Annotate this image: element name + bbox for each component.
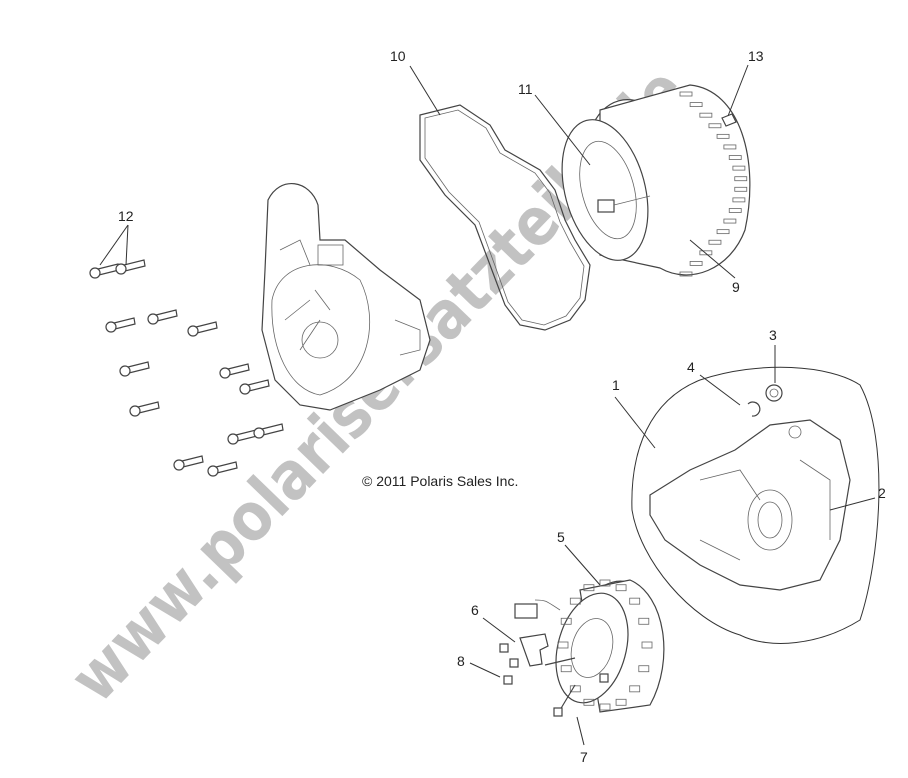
bolt (239, 379, 270, 395)
stator-screws (503, 657, 609, 717)
callout-7: 7 (580, 749, 588, 765)
bolt (89, 263, 120, 279)
flywheel-tooth (699, 112, 713, 118)
bearing (765, 384, 783, 402)
callout-9: 9 (732, 279, 740, 295)
stator-pole (599, 579, 611, 587)
bolt (115, 259, 146, 275)
bolt (207, 461, 238, 477)
stator-pole (629, 597, 641, 605)
bolt (227, 429, 258, 445)
flywheel-tooth (679, 271, 693, 277)
callout-12: 12 (118, 208, 134, 224)
flywheel-teeth (679, 91, 748, 277)
callout-4: 4 (687, 359, 695, 375)
bolt (147, 309, 178, 325)
bolt-group (89, 259, 284, 477)
stator-pole (638, 665, 650, 673)
stator-pole (615, 584, 627, 592)
flywheel-tooth (723, 218, 737, 224)
stator-pole (569, 597, 581, 605)
stator-poles (557, 579, 653, 711)
callout-8: 8 (457, 653, 465, 669)
bolt (253, 423, 284, 439)
flywheel-tooth (679, 91, 693, 97)
stator-pole (583, 698, 595, 706)
flywheel-tooth (716, 229, 730, 235)
stator-pole (560, 665, 572, 673)
callout-10: 10 (390, 48, 406, 64)
gasket (419, 104, 591, 331)
leader-lines (99, 64, 876, 746)
flywheel (561, 84, 751, 277)
stator-cover (261, 183, 431, 411)
flywheel-tooth (728, 208, 742, 213)
callout-5: 5 (557, 529, 565, 545)
crankcase-cover (631, 366, 880, 644)
flywheel-tooth (728, 155, 742, 160)
flywheel-tooth (699, 250, 713, 256)
copyright-text: © 2011 Polaris Sales Inc. (362, 473, 518, 489)
stator-pole (599, 703, 611, 711)
flywheel-tooth (708, 123, 722, 129)
callout-11: 11 (518, 81, 533, 97)
stator-pole (569, 685, 581, 693)
callout-6: 6 (471, 602, 479, 618)
flywheel-tooth (708, 239, 722, 245)
stator-pole (638, 617, 650, 625)
flywheel-tooth (716, 133, 730, 139)
flywheel-tooth (732, 197, 746, 203)
stator-pole (583, 584, 595, 592)
stator-pole (629, 685, 641, 693)
callout-1: 1 (612, 377, 620, 393)
bolt (219, 363, 250, 379)
flywheel-tooth (734, 176, 748, 182)
circlip (747, 401, 761, 417)
bolt (119, 361, 150, 377)
callout-2: 2 (878, 485, 886, 501)
stator-pole (615, 698, 627, 706)
stator-pole (557, 641, 569, 649)
bolt (173, 455, 204, 471)
stator-pole (641, 641, 653, 649)
callout-3: 3 (769, 327, 777, 343)
callout-13: 13 (748, 48, 764, 64)
harness-bracket (499, 633, 549, 668)
stator (514, 579, 665, 713)
bolt (129, 401, 160, 417)
bolt (105, 317, 136, 333)
bolt (187, 321, 218, 337)
flywheel-tooth (689, 261, 703, 266)
stator-pole (560, 617, 572, 625)
flywheel-tooth (734, 186, 748, 192)
flywheel-tooth (689, 102, 703, 107)
flywheel-tooth (723, 144, 737, 150)
flywheel-tooth (732, 165, 746, 171)
